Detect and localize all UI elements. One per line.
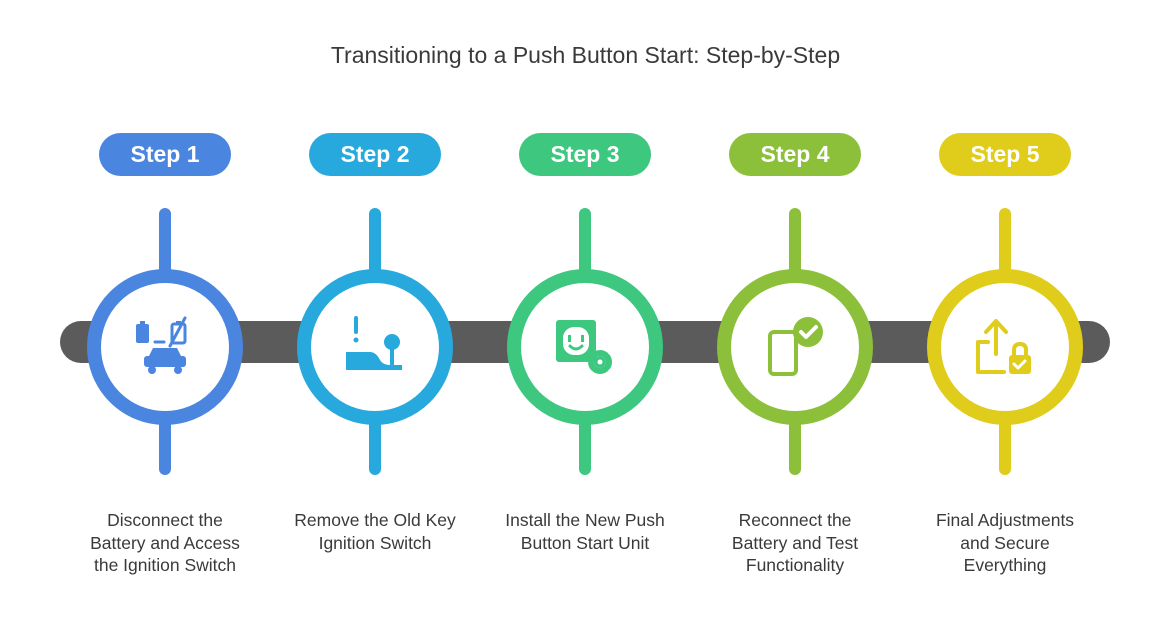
step-1-description: Disconnect the Battery and Access the Ig… <box>90 510 240 575</box>
step-3-stem-top <box>579 208 591 288</box>
step-3: Step 3 Install the New Push Button Start… <box>480 0 690 627</box>
step-5-badge: Step 5 <box>939 133 1071 176</box>
step-5-description: Final Adjustments and Secure Everything <box>935 510 1075 575</box>
step-1-badge: Step 1 <box>99 133 231 176</box>
step-2-badge: Step 2 <box>309 133 441 176</box>
step-3-ring <box>507 269 663 425</box>
step-5-stem-top <box>999 208 1011 288</box>
step-2: Step 2 Remove the Old Key Ignition Switc… <box>270 0 480 627</box>
ignition-switch-icon <box>346 316 402 370</box>
step-4-ring <box>717 269 873 425</box>
step-2-ring <box>297 269 453 425</box>
step-3-badge: Step 3 <box>519 133 651 176</box>
step-1: Step 1 Disconnect the Battery and Access… <box>60 0 270 627</box>
step-4: Step 4 Reconnect the Battery and Test Fu… <box>690 0 900 627</box>
battery-car-icon <box>136 316 187 374</box>
step-2-stem-top <box>369 208 381 288</box>
step-4-badge: Step 4 <box>729 133 861 176</box>
step-4-description: Reconnect the Battery and Test Functiona… <box>731 510 859 575</box>
step-1-stem-top <box>159 208 171 288</box>
step-2-description: Remove the Old Key Ignition Switch <box>294 510 456 553</box>
upload-lock-icon <box>976 319 1031 374</box>
page-title: Transitioning to a Push Button Start: St… <box>330 42 841 68</box>
push-button-gear-icon <box>556 320 612 374</box>
step-4-stem-top <box>789 208 801 288</box>
step-5: Step 5 Final Adjustments and Secure Ever… <box>900 0 1110 627</box>
step-3-description: Install the New Push Button Start Unit <box>505 510 665 553</box>
phone-check-icon <box>768 317 823 376</box>
step-5-ring <box>927 269 1083 425</box>
step-1-ring <box>87 269 243 425</box>
